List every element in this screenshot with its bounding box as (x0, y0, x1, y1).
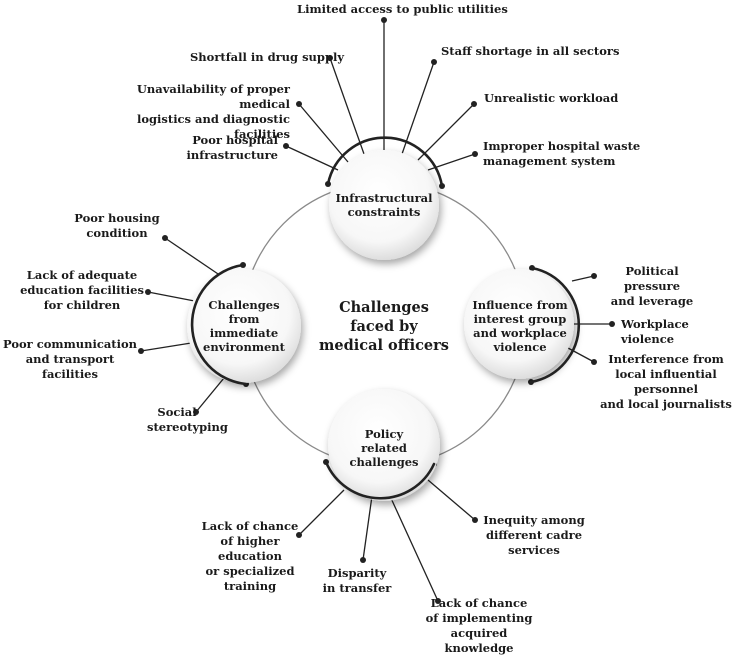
center-title: Challenges faced by medical officers (319, 299, 449, 354)
connector-dots (138, 17, 615, 604)
node-bottom-label: Policy related challenges (349, 427, 419, 469)
node-arcs (190, 136, 581, 500)
arc-right (529, 266, 581, 384)
node-top-label: Infrastructural constraints (335, 191, 433, 219)
spoke-hospital-infrastructure (285, 145, 339, 171)
diagram-graphics (138, 17, 615, 604)
factor-implementing-knowledge: Lack of chance of implementing acquired … (425, 596, 533, 655)
node-bottom-circle (328, 389, 440, 501)
spoke-housing (164, 237, 225, 279)
arc-bottom (324, 460, 436, 500)
arc-top (326, 136, 444, 188)
factor-transfer: Disparity in transfer (322, 566, 392, 595)
node-right-label: Influence from interest group and workpl… (472, 298, 568, 354)
node-left-circle (187, 269, 301, 383)
spoke-stereotyping (195, 377, 225, 413)
spoke-inequity (427, 479, 476, 521)
spoke-higher-education (298, 489, 345, 536)
arc-left (190, 263, 248, 386)
factor-higher-education: Lack of chance of higher education or sp… (201, 519, 299, 593)
factor-staff-shortage: Staff shortage in all sectors (441, 44, 620, 58)
spoke-workload (417, 103, 475, 161)
spoke-drug-supply (329, 57, 365, 155)
spoke-staff-shortage (401, 61, 435, 155)
factor-education-children: Lack of adequate education facilities fo… (20, 268, 144, 312)
factor-waste-management: Improper hospital waste management syste… (483, 139, 641, 168)
spoke-transfer (362, 495, 373, 561)
spoke-political-pressure (571, 275, 595, 282)
spoke-implementing-knowledge (389, 495, 439, 602)
node-top-circle (329, 150, 439, 260)
node-circles (187, 150, 574, 501)
factor-housing: Poor housing condition (74, 211, 160, 240)
spoke-medical-logistics (298, 103, 349, 163)
factor-workplace-violence: Workplace violence (621, 317, 689, 346)
node-left-label: Challenges from immediate environment (203, 298, 285, 354)
factor-inequity: Inequity among different cadre services (483, 513, 585, 557)
factor-communication: Poor communication and transport facilit… (2, 337, 137, 381)
factor-limited-access: Limited access to public utilities (297, 2, 508, 16)
factor-workload: Unrealistic workload (484, 91, 619, 105)
factor-hospital-infrastructure: Poor hospital infrastructure (186, 133, 278, 162)
factor-medical-logistics: Unavailability of proper medical logisti… (136, 82, 290, 141)
factor-interference: Interference from local influential pers… (600, 352, 732, 411)
node-right-circle (464, 269, 574, 379)
factor-stereotyping: Social stereotyping (147, 405, 228, 434)
factor-drug-supply: Shortfall in drug supply (190, 50, 345, 64)
factor-political-pressure: Political pressure and leverage (610, 264, 694, 308)
